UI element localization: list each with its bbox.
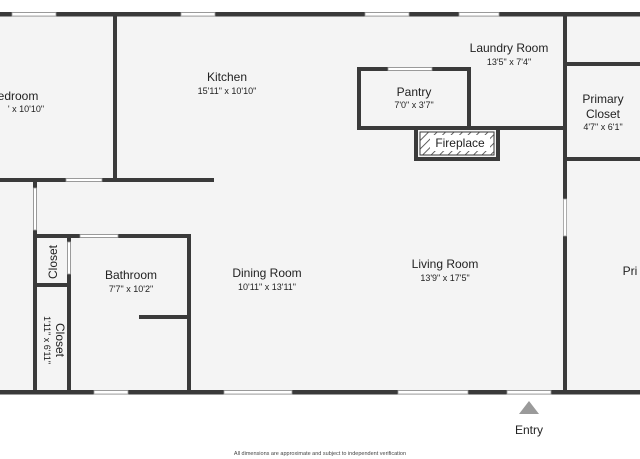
closet-small-name: Closet [46, 244, 60, 279]
living-dims: 13'9" x 17'5" [420, 273, 469, 283]
window-bottom-2 [223, 390, 293, 395]
walls [0, 12, 640, 395]
window-top-4 [458, 12, 500, 17]
fireplace-name: Fireplace [435, 136, 485, 150]
window-bottom-1 [93, 390, 129, 395]
window-closet-side [67, 241, 71, 275]
pantry-dims: 7'0" x 3'7" [394, 100, 433, 110]
primary-bedroom-name: Pri [623, 264, 638, 278]
entry-arrow-icon [519, 401, 539, 414]
windows [11, 12, 567, 395]
entry-label: Entry [515, 423, 543, 437]
kitchen-dims: 15'11" x 10'10" [198, 86, 257, 96]
floor-area [0, 14, 640, 394]
window-right [563, 198, 567, 237]
living-name: Living Room [412, 257, 479, 271]
primary-closet-name-2: Closet [586, 107, 621, 121]
bedroom-name: edroom [0, 89, 38, 103]
bathroom-dims: 7'7" x 10'2" [109, 284, 153, 294]
dining-name: Dining Room [232, 266, 301, 280]
window-top-2 [180, 12, 216, 17]
fireplace-label-bg [430, 135, 490, 151]
primary-closet-dims: 4'7" x 6'1" [583, 122, 622, 132]
bathroom-name: Bathroom [105, 268, 157, 282]
wall-right-lower [563, 236, 567, 392]
wall-primary-closet-bottom [565, 157, 640, 161]
bedroom-dims: ' x 10'10" [8, 104, 44, 114]
wall-pantry-right [467, 67, 471, 129]
wall-fireplace-bottom [414, 157, 500, 161]
wall-top [0, 12, 640, 17]
window-bedroom-bottom [65, 178, 103, 182]
window-bottom-entry [506, 390, 552, 395]
wall-fireplace-left [414, 128, 418, 160]
wall-fireplace-right [496, 128, 500, 160]
primary-closet-name-1: Primary [582, 92, 623, 106]
window-bath-top [79, 234, 119, 238]
wall-closet-bottom [35, 283, 69, 287]
laundry-dims: 13'5" x 7'4" [487, 57, 531, 67]
laundry-name: Laundry Room [470, 41, 549, 55]
window-pantry-top [387, 67, 433, 71]
wall-bedroom-bottom [0, 178, 214, 182]
kitchen-name: Kitchen [207, 70, 247, 84]
window-top-1 [11, 12, 57, 17]
window-bottom-3 [397, 390, 469, 395]
wall-bottom [0, 390, 640, 395]
wall-pantry-left [357, 67, 361, 129]
wall-primary-closet-top [565, 62, 640, 66]
disclaimer: All dimensions are approximate and subje… [234, 451, 406, 457]
closet-side-dims: 1'11" x 6'11" [42, 316, 52, 364]
wall-closet-right [67, 236, 71, 392]
wall-pantry-bottom [357, 126, 567, 130]
window-top-3 [364, 12, 410, 17]
wall-bath-right [187, 234, 191, 392]
pantry-name: Pantry [397, 85, 432, 99]
window-left-inner [33, 187, 37, 231]
closet-side-name: Closet [53, 323, 67, 358]
dining-dims: 10'11" x 13'11" [238, 282, 296, 292]
wall-bath-stub [139, 315, 189, 319]
wall-bedroom-kitchen [113, 14, 117, 181]
wall-right-upper [563, 14, 567, 199]
